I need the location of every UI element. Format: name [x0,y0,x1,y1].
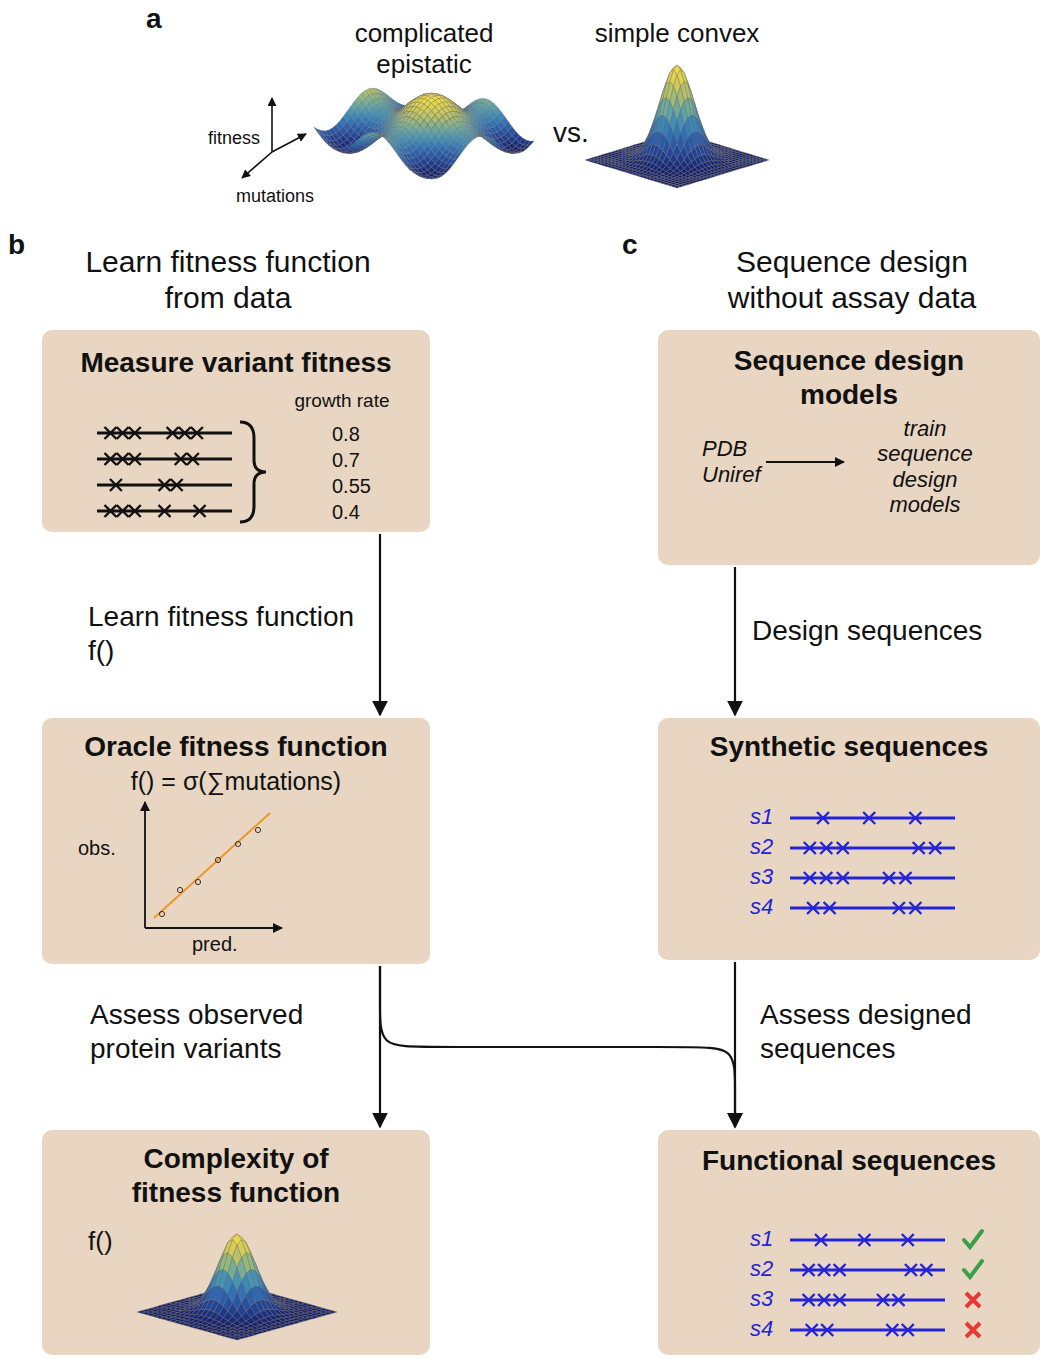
surface-facet [483,134,490,141]
data-point [195,879,200,884]
surface-facet [384,137,391,143]
data-point [159,911,164,916]
mutation-mark [105,427,117,439]
axis-line [272,134,306,152]
surface-facet [490,140,497,143]
data-point [215,857,220,862]
data-point [255,827,260,832]
surface-facet [395,150,402,157]
box-text: pred. [192,932,262,956]
data-point [177,887,182,892]
box-text: 0.7 [332,448,392,472]
surface-facet [439,173,446,176]
data-point [235,841,240,846]
convex-surface [585,65,769,188]
epistatic-surface [314,88,534,179]
surface-facet [391,146,398,153]
surface-facet [402,161,409,168]
mutation-mark [117,505,129,517]
surface-facet [464,141,471,145]
mutation-mark [129,505,141,517]
box-text: growth rate [282,390,402,413]
surface-facet [406,165,413,171]
sequence-line [97,458,232,461]
box-text: obs. [78,836,138,860]
flow-arrow [380,966,735,1127]
surface-facet [523,145,530,149]
process-box: Oracle fitness functionf() = σ(∑mutation… [42,718,430,964]
mutation-mark [171,479,183,491]
surface-facet [501,148,508,151]
mutation-mark [110,479,122,491]
surface-facet [468,138,475,141]
sequence-line [97,432,232,435]
surface-facet [457,149,464,154]
box-text: f() = σ(∑mutations) [42,766,430,796]
process-box: Measure variant fitness growth rate 0.80.7… [42,330,430,532]
mutation-mark [129,453,141,465]
flow-arrow [734,567,736,715]
axis-line [271,98,273,152]
box-text: 0.8 [332,422,392,446]
process-box: Complexity of fitness functionf() [42,1130,430,1355]
surface-facet [497,146,504,149]
surface-facet [321,137,328,144]
surface-facet [674,186,681,188]
mutation-mark [167,427,179,439]
mutation-mark [194,505,206,517]
mutation-mark [105,505,117,517]
mutation-mark [179,427,191,439]
surface-facet [387,141,394,148]
mutation-mark [187,453,199,465]
flow-arrow [379,534,381,715]
axis-line [242,152,272,178]
surface-facet [420,175,427,177]
surface-facet [453,154,460,159]
surface-facet [442,169,449,173]
mutation-mark [117,427,129,439]
surface-facet [318,132,325,139]
surface-facet [494,143,501,146]
surface-facet [314,127,321,134]
surface-facet [446,164,453,169]
mutation-mark [105,453,117,465]
mutation-mark [159,479,171,491]
box-title: Measure variant fitness [42,346,430,380]
mutation-mark [159,505,171,517]
surface-facet [398,156,405,163]
mutation-mark [129,427,141,439]
surface-facet [527,141,534,146]
surface-facet [450,159,457,164]
plot-axis [145,927,282,929]
fit-line [154,813,270,918]
surface-facet [461,145,468,150]
surface-facet [519,149,526,152]
mutation-mark [191,427,203,439]
plot-axis [144,802,146,928]
mutation-mark [175,453,187,465]
box-title: Oracle fitness function [42,730,430,764]
mutation-mark [117,453,129,465]
box-text: 0.55 [332,474,392,498]
box-text: 0.4 [332,500,392,524]
surface-facet [325,142,332,148]
curly-bracket [240,422,266,522]
